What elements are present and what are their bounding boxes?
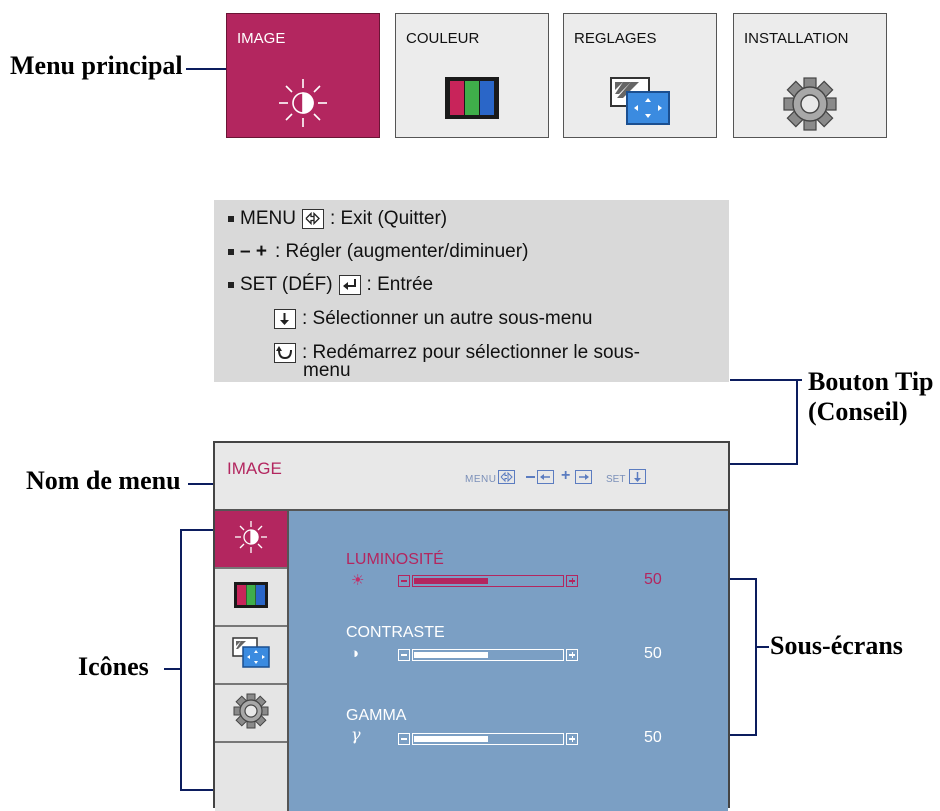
callout-line-nom-de-menu xyxy=(188,483,214,485)
minus-box-icon[interactable] xyxy=(398,575,410,587)
color-bars-icon xyxy=(233,581,269,614)
color-bars-icon xyxy=(444,76,500,125)
sun-icon: ☀ xyxy=(351,572,365,589)
header-set-key: SET xyxy=(606,474,626,485)
tip-adjust-keys: – + xyxy=(240,241,267,262)
callout-line-icones xyxy=(164,668,182,670)
callout-bracket-sous-ecrans xyxy=(755,578,757,736)
header-left-arrow-icon[interactable] xyxy=(537,470,554,489)
callout-line-menu-principal xyxy=(186,68,228,70)
header-exit-icon[interactable] xyxy=(498,470,515,489)
callout-nom-de-menu: Nom de menu xyxy=(26,466,181,495)
osd-menu-title: IMAGE xyxy=(227,459,282,478)
contraste-slider[interactable] xyxy=(398,649,580,663)
tab-couleur[interactable]: COULEUR xyxy=(395,13,549,138)
osd-header: IMAGE MENU + SET xyxy=(215,443,728,511)
gamma-fill xyxy=(414,736,488,742)
tip-down-text: : Sélectionner un autre sous-menu xyxy=(302,308,593,329)
contraste-fill xyxy=(414,652,488,658)
luminosite-slider[interactable] xyxy=(398,575,580,589)
restart-key-icon xyxy=(274,343,296,363)
position-icon xyxy=(232,636,270,674)
tab-image-label: IMAGE xyxy=(237,30,286,47)
gamma-value: 50 xyxy=(644,729,662,746)
tip-adjust-text: : Régler (augmenter/diminuer) xyxy=(274,241,529,262)
contrast-icon: ◑ xyxy=(350,645,360,662)
tip-down-line: : Sélectionner un autre sous-menu xyxy=(274,308,592,330)
tip-box: MENU : Exit (Quitter) – + : Régler (augm… xyxy=(214,200,729,382)
luminosite-fill xyxy=(414,578,488,584)
contraste-track xyxy=(412,649,564,661)
minus-box-icon[interactable] xyxy=(398,649,410,661)
luminosite-value: 50 xyxy=(644,571,662,588)
callout-bracket-sous-ecrans-bottom xyxy=(730,734,757,736)
tip-set-key: SET (DÉF) xyxy=(240,274,333,295)
callout-bracket-icones xyxy=(180,529,182,791)
plus-box-icon[interactable] xyxy=(566,575,578,587)
brightness-icon xyxy=(233,519,269,560)
gear-icon xyxy=(782,76,838,137)
tip-menu-key: MENU xyxy=(240,208,296,229)
gamma-track xyxy=(412,733,564,745)
callout-bouton-tip: Bouton Tip xyxy=(808,367,934,396)
tab-reglages-label: REGLAGES xyxy=(574,30,657,47)
tip-set-text: : Entrée xyxy=(366,274,434,295)
tip-restart-line: : Redémarrez pour sélectionner le sous- xyxy=(274,342,640,364)
tip-restart-line-2: menu xyxy=(303,360,351,382)
minus-box-icon[interactable] xyxy=(398,733,410,745)
osd-icon-sidebar xyxy=(215,511,289,811)
bullet xyxy=(228,249,234,255)
tab-reglages[interactable]: REGLAGES xyxy=(563,13,717,138)
tab-installation[interactable]: INSTALLATION xyxy=(733,13,887,138)
callout-sous-ecrans: Sous-écrans xyxy=(770,631,903,660)
osd-window: IMAGE MENU + SET xyxy=(213,441,730,811)
tip-adjust-line: – + : Régler (augmenter/diminuer) xyxy=(228,241,528,263)
callout-line-tip-bottom xyxy=(730,463,798,465)
plus-box-icon[interactable] xyxy=(566,649,578,661)
callout-line-tip-top xyxy=(730,379,802,381)
callout-bouton-tip-conseil: (Conseil) xyxy=(808,397,908,426)
gear-icon xyxy=(233,693,269,734)
callout-icones: Icônes xyxy=(78,652,149,681)
header-right-arrow-icon[interactable] xyxy=(575,470,592,489)
tip-restart-text-2: menu xyxy=(303,360,351,381)
header-menu-key: MENU xyxy=(465,474,497,485)
exit-key-icon xyxy=(301,209,324,229)
callout-menu-principal: Menu principal xyxy=(10,51,183,80)
plus-box-icon[interactable] xyxy=(566,733,578,745)
tip-menu-line: MENU : Exit (Quitter) xyxy=(228,208,447,230)
osd-submenu-panel: LUMINOSITÉ ☀ 50 CONTRASTE ◑ 50 GAMMA γ 5… xyxy=(289,511,728,811)
callout-line-sous-ecrans xyxy=(755,646,769,648)
luminosite-track xyxy=(412,575,564,587)
sidebar-item-couleur[interactable] xyxy=(215,569,287,627)
submenu-label-contraste: CONTRASTE xyxy=(346,624,445,641)
position-icon xyxy=(609,76,671,131)
callout-bracket-icones-bottom xyxy=(180,789,214,791)
header-minus-icon xyxy=(526,476,535,478)
sidebar-item-installation[interactable] xyxy=(215,685,287,743)
enter-key-icon xyxy=(338,275,361,295)
callout-line-tip-vertical xyxy=(796,379,798,465)
callout-bracket-icones-top xyxy=(180,529,214,531)
submenu-label-gamma: GAMMA xyxy=(346,707,407,724)
tip-menu-text: : Exit (Quitter) xyxy=(329,208,448,229)
down-key-icon xyxy=(274,309,296,329)
brightness-icon xyxy=(276,76,330,135)
header-down-arrow-icon[interactable] xyxy=(629,469,646,489)
tab-image[interactable]: IMAGE xyxy=(226,13,380,138)
sidebar-item-image[interactable] xyxy=(215,511,287,569)
gamma-icon: γ xyxy=(351,725,361,744)
callout-bracket-sous-ecrans-top xyxy=(730,578,757,580)
sidebar-item-reglages[interactable] xyxy=(215,627,287,685)
tab-couleur-label: COULEUR xyxy=(406,30,480,47)
tip-set-line: SET (DÉF) : Entrée xyxy=(228,274,433,296)
submenu-label-luminosite: LUMINOSITÉ xyxy=(346,551,444,568)
gamma-slider[interactable] xyxy=(398,733,580,747)
contraste-value: 50 xyxy=(644,645,662,662)
tab-installation-label: INSTALLATION xyxy=(744,30,849,47)
bullet xyxy=(228,216,234,222)
tip-restart-text-1: : Redémarrez pour sélectionner le sous- xyxy=(302,342,640,363)
bullet xyxy=(228,282,234,288)
header-plus-icon: + xyxy=(561,467,571,484)
